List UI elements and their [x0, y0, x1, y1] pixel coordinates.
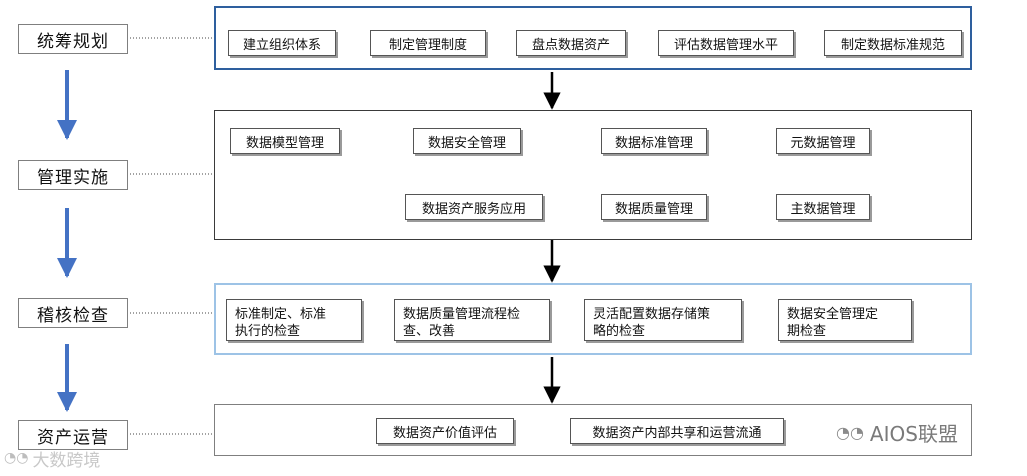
- stage-label-planning: 统筹规划: [18, 24, 128, 54]
- impl-step-quality: 数据质量管理: [601, 194, 707, 220]
- audit-step-line: 执行的检查: [235, 324, 301, 339]
- planning-step-policy: 制定管理制度: [370, 30, 486, 56]
- audit-step-line: 数据质量管理流程检: [403, 307, 521, 322]
- watermark-text: AIOS联盟: [869, 421, 958, 446]
- audit-step-line: 数据安全管理定: [787, 307, 879, 322]
- stage-label-operation: 资产运营: [18, 420, 128, 450]
- watermark-bottom-left: ◔◔ 大数跨境: [4, 446, 101, 471]
- audit-step-line: 灵活配置数据存储策: [593, 307, 711, 322]
- wechat-icon: ◔◔: [836, 422, 864, 442]
- watermark-bottom-right: ◔◔ AIOS联盟: [836, 418, 958, 446]
- impl-step-metadata: 元数据管理: [776, 128, 870, 154]
- audit-step-storage: 灵活配置数据存储策 略的检查: [584, 299, 742, 341]
- impl-step-service: 数据资产服务应用: [405, 194, 543, 220]
- stage-label-implementation: 管理实施: [18, 160, 128, 190]
- audit-step-line: 略的检查: [593, 324, 646, 339]
- planning-step-standards: 制定数据标准规范: [824, 30, 962, 56]
- audit-step-standards: 标准制定、标准 执行的检查: [226, 299, 362, 341]
- planning-step-org: 建立组织体系: [228, 30, 336, 56]
- impl-step-security: 数据安全管理: [413, 128, 521, 154]
- operation-step-sharing: 数据资产内部共享和运营流通: [570, 418, 784, 444]
- planning-step-assess: 评估数据管理水平: [658, 30, 794, 56]
- audit-step-security: 数据安全管理定 期检查: [778, 299, 912, 341]
- planning-step-inventory: 盘点数据资产: [516, 30, 626, 56]
- wechat-icon: ◔◔: [4, 450, 29, 466]
- audit-step-line: 查、改善: [403, 324, 456, 339]
- impl-step-master: 主数据管理: [776, 194, 870, 220]
- watermark-text: 大数跨境: [32, 450, 101, 471]
- impl-step-standard: 数据标准管理: [601, 128, 707, 154]
- audit-step-line: 标准制定、标准: [235, 307, 327, 322]
- operation-step-valuation: 数据资产价值评估: [376, 418, 514, 444]
- audit-step-quality: 数据质量管理流程检 查、改善: [394, 299, 550, 341]
- stage-label-audit: 稽核检查: [18, 298, 128, 328]
- audit-step-line: 期检查: [787, 324, 827, 339]
- impl-step-model: 数据模型管理: [230, 128, 340, 154]
